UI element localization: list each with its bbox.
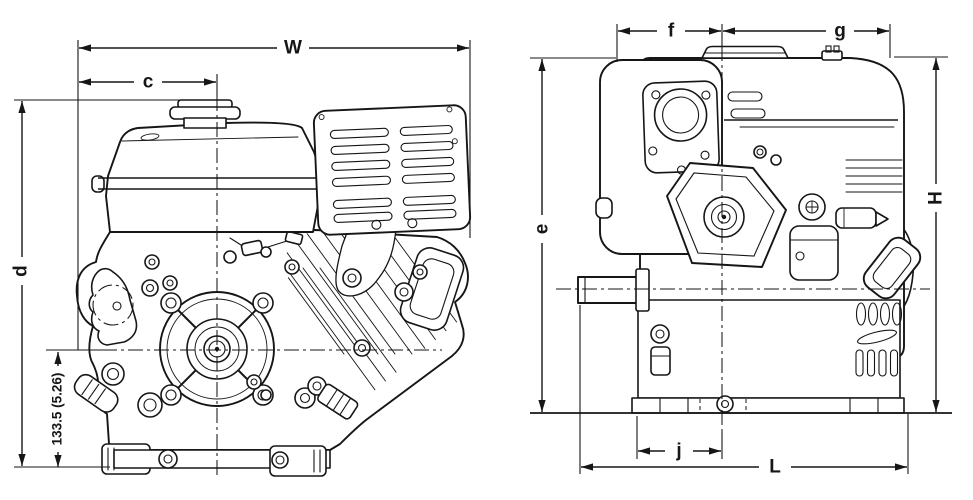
upper-bolts bbox=[144, 250, 300, 401]
dimension-g: g bbox=[723, 21, 891, 58]
dimension-label-crank-height: 133.5 (5.26) bbox=[50, 373, 65, 446]
dimension-j: j bbox=[636, 416, 723, 462]
carburetor bbox=[789, 193, 839, 281]
dimension-label-h: H bbox=[926, 191, 947, 205]
dimension-label-g: g bbox=[834, 21, 846, 42]
fuel-tank bbox=[91, 99, 337, 233]
side-view: f g e H j bbox=[530, 21, 952, 478]
oil-drain-side bbox=[650, 324, 671, 376]
cylinder-fins-side bbox=[845, 159, 903, 193]
dimension-label-e: e bbox=[532, 224, 553, 235]
muffler bbox=[312, 104, 472, 236]
linkage-nut bbox=[753, 145, 767, 159]
pto-shaft bbox=[577, 268, 650, 312]
fuel-valve-lever bbox=[862, 236, 922, 300]
dimension-d: d bbox=[11, 99, 218, 468]
choke-knob bbox=[73, 373, 119, 413]
air-cleaner-vents bbox=[855, 302, 903, 377]
dimension-l: L bbox=[579, 305, 909, 478]
rope-grommet bbox=[595, 197, 613, 219]
dimension-label-j: j bbox=[675, 441, 681, 462]
fuel-filler-cap bbox=[169, 99, 241, 129]
governor-plate bbox=[88, 267, 178, 386]
dimension-c: c bbox=[79, 72, 218, 96]
fuel-filler-cap-side bbox=[701, 45, 789, 59]
dimension-w: W bbox=[77, 38, 471, 350]
dimension-e: e bbox=[530, 57, 616, 412]
dimension-label-d: d bbox=[11, 265, 32, 277]
governor-linkage bbox=[229, 230, 304, 258]
linkage-nut bbox=[770, 154, 782, 166]
shroud-vent-slot bbox=[730, 108, 766, 119]
wing-nut-cap bbox=[821, 45, 843, 61]
cylinder-bolts bbox=[342, 264, 428, 357]
muffler-slots bbox=[329, 124, 457, 223]
mounting-base-front bbox=[101, 443, 331, 477]
dimension-f: f bbox=[616, 21, 723, 62]
dimension-h: H bbox=[894, 56, 948, 412]
shroud-vent-slot bbox=[727, 91, 763, 102]
fan-cover-plate bbox=[642, 80, 720, 175]
recoil-pulley bbox=[666, 162, 787, 268]
starter-solenoid bbox=[835, 207, 889, 229]
dimension-label-w: W bbox=[284, 38, 302, 59]
dimension-label-c: c bbox=[143, 72, 154, 93]
dimension-label-f: f bbox=[668, 21, 675, 42]
front-view: W c d 133.5 (5.26) bbox=[11, 38, 472, 478]
oil-drain-plug-front bbox=[307, 376, 359, 420]
mounting-base-side bbox=[631, 395, 905, 414]
lower-crankcase bbox=[637, 299, 901, 399]
dimension-label-l: L bbox=[769, 457, 781, 478]
dimension-crank-height: 133.5 (5.26) bbox=[46, 349, 104, 467]
